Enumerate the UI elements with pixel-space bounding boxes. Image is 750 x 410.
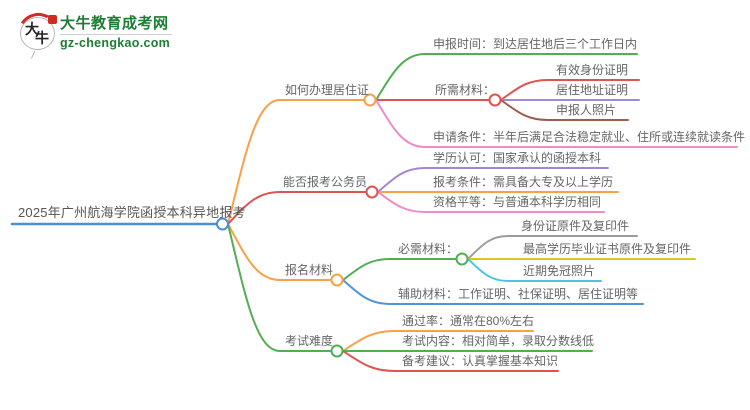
mindmap-edge [500,79,640,101]
mindmap-node-b4c1: 通过率：通常在80%左右 [402,314,535,328]
mindmap-hub-circle [330,344,344,358]
mindmap-node-b2c2: 报考条件：需具备大专及以上学历 [433,175,614,189]
mindmap-edge [227,191,367,225]
logo-domain: gz-chengkao.com [60,36,171,50]
mindmap-node-b3: 报名材料 [285,263,334,277]
mindmap-node-b2c1: 学历认可：国家承认的函授本科 [433,151,602,165]
mindmap-edge [342,330,534,352]
logo-text-block: 大牛教育成考网 gz-chengkao.com [60,15,180,50]
logo-icon-char2: 牛 [35,32,49,47]
mindmap-hub-circle [488,93,502,107]
mindmap-node-b1c2g1: 有效身份证明 [556,63,629,77]
mindmap-node-root: 2025年广州航海学院函授本科异地报考 [18,205,246,220]
mindmap-node-b4c2: 考试内容：相对简单，录取分数线低 [402,334,595,348]
mindmap-edge [342,258,457,281]
mindmap-edge [377,167,609,193]
mindmap-edge [342,350,559,372]
mindmap-node-b4c3: 备考建议：认真掌握基本知识 [402,354,559,368]
mindmap-node-b1c3: 申请条件：半年后满足合法稳定就业、住所或连续就读条件 [433,130,746,144]
mindmap-node-b3c1g2: 最高学历毕业证书原件及复印件 [523,242,692,256]
logo: 大 牛 大牛教育成考网 gz-chengkao.com [13,8,248,59]
mindmap-edge [227,223,332,352]
mindmap-node-b1c2: 所需材料： [435,83,496,97]
mindmap-hub-circle [363,93,377,107]
mindmap-hub-circle [216,217,229,231]
logo-icon-char1: 大 [25,23,39,38]
logo-divider [60,34,172,35]
mindmap-node-b1c2g2: 居住地址证明 [556,83,629,97]
mindmap-node-b3c2: 辅助材料：工作证明、社保证明、居住证明等 [398,287,639,301]
mindmap-node-b3c1g1: 身份证原件及复印件 [521,219,630,233]
mindmap-edge [227,99,365,225]
mindmap-edge [227,223,332,281]
mindmap-node-b2c3: 资格平等：与普通本科学历相同 [433,195,602,209]
mindmap-edge [467,258,602,282]
mindmap-edge [375,99,738,148]
logo-seal-icon [48,15,57,24]
mindmap-node-b1: 如何办理居住证 [285,83,370,97]
mindmap-edge [342,279,644,305]
mindmap-edge [377,191,605,213]
mindmap-node-b1c1: 申报时间：到达居住地后三个工作日内 [433,37,638,51]
mindmap-edge [375,53,638,101]
mindmap-edge [500,99,629,121]
mindmap-hub-circle [365,185,379,199]
mindmap-hub-circle [330,273,344,287]
mindmap-node-b3c1g3: 近期免冠照片 [523,264,596,278]
mindmap-hub-circle [455,252,469,266]
mindmap-node-b3c1: 必需材料： [398,242,459,256]
logo-title: 大牛教育成考网 [60,15,169,32]
mindmap-edge [467,235,638,260]
mindmap-node-b2: 能否报考公务员 [283,175,368,189]
mindmap-node-b4: 考试难度 [285,334,334,348]
mindmap-node-b1c2g3: 申报人照片 [556,103,617,117]
